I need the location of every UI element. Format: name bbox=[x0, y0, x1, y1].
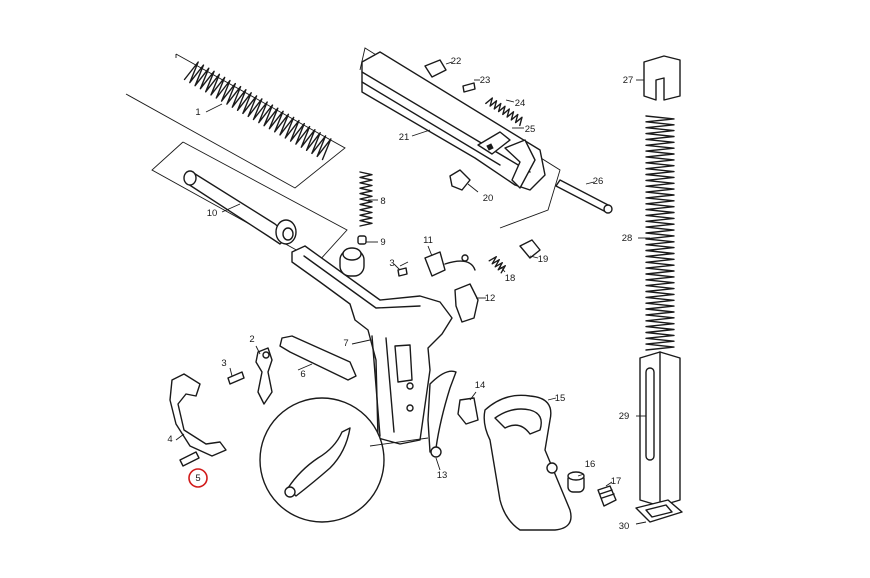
part-27-follower bbox=[643, 55, 681, 101]
part-1-recoil-spring bbox=[125, 53, 346, 189]
inset-detail-circle bbox=[259, 397, 429, 523]
callout-30: 30 bbox=[619, 521, 630, 532]
part-22-extractor bbox=[424, 59, 447, 78]
callout-29: 29 bbox=[619, 411, 630, 422]
callout-28: 28 bbox=[622, 233, 633, 244]
part-4-trigger-guard bbox=[169, 373, 227, 457]
callout-labels: 1233456789101112131415161718192021222324… bbox=[167, 56, 633, 532]
callout-27: 27 bbox=[623, 75, 634, 86]
callout-6: 6 bbox=[300, 369, 305, 380]
callout-20: 20 bbox=[483, 193, 494, 204]
part-24-spring bbox=[485, 97, 523, 127]
callout-11: 11 bbox=[423, 235, 433, 246]
callout-16: 16 bbox=[585, 459, 596, 470]
callout-13: 13 bbox=[437, 470, 448, 481]
trigger-group-parts bbox=[169, 335, 357, 467]
callout-12: 12 bbox=[485, 293, 496, 304]
part-5-pin bbox=[179, 451, 200, 467]
callout-17: 17 bbox=[611, 476, 622, 487]
callout-4: 4 bbox=[167, 434, 172, 445]
part-10-barrel bbox=[151, 141, 348, 263]
part-28-magazine-spring bbox=[645, 115, 675, 351]
part-20-sear bbox=[449, 169, 471, 191]
callout-19: 19 bbox=[538, 254, 549, 265]
part-15-grip-panel bbox=[483, 394, 572, 531]
callout-22: 22 bbox=[451, 56, 462, 67]
part-23-pin bbox=[462, 82, 476, 93]
parts-slide-small bbox=[424, 59, 613, 214]
callout-9: 9 bbox=[380, 237, 385, 248]
callout-1: 1 bbox=[195, 107, 200, 118]
parts-11-12-18-19 bbox=[397, 239, 541, 323]
callout-10: 10 bbox=[207, 208, 218, 219]
callout-5: 5 bbox=[195, 473, 200, 484]
callout-15: 15 bbox=[555, 393, 566, 404]
callout-24: 24 bbox=[515, 98, 526, 109]
callout-23: 23 bbox=[480, 75, 491, 86]
callout-21: 21 bbox=[399, 132, 410, 143]
callout-25: 25 bbox=[525, 124, 536, 135]
magazine-parts bbox=[635, 55, 683, 523]
callout-26: 26 bbox=[593, 176, 604, 187]
part-6-trigger-bar bbox=[279, 335, 357, 381]
callout-3: 3 bbox=[221, 358, 226, 369]
highlight-circle bbox=[188, 468, 208, 488]
part-9-bushing bbox=[339, 235, 367, 277]
callout-3: 3 bbox=[389, 258, 394, 269]
part-8-spring bbox=[359, 171, 373, 227]
leader-lines bbox=[175, 61, 650, 525]
callout-2: 2 bbox=[249, 334, 254, 345]
parts-16-17 bbox=[567, 471, 617, 507]
callout-7: 7 bbox=[343, 338, 348, 349]
parts-13-14 bbox=[427, 370, 479, 458]
callout-18: 18 bbox=[505, 273, 516, 284]
callout-8: 8 bbox=[380, 196, 385, 207]
part-2-trigger bbox=[255, 347, 273, 405]
part-3-pin bbox=[227, 371, 245, 385]
callout-14: 14 bbox=[475, 380, 486, 391]
part-21-slide bbox=[359, 47, 561, 229]
part-7-frame bbox=[291, 245, 453, 445]
